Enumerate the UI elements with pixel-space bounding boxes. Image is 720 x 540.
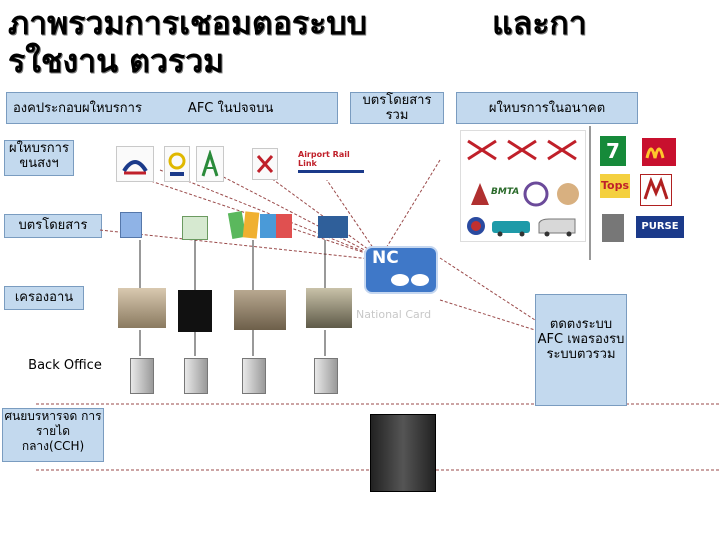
dash-line <box>319 169 381 259</box>
header-future-providers: ผใหบรการในอนาคต <box>456 92 638 124</box>
page-title-line2: รใชงาน ตวรวม <box>8 42 225 80</box>
row-label-readers: เครองอาน <box>4 286 84 310</box>
afc-note-box: ตดตงระบบ AFC เพอรองรบ ระบบตวรวม <box>535 294 627 406</box>
afc-note-text: ตดตงระบบ AFC เพอรองรบ ระบบตวรวม <box>537 317 625 362</box>
national-card-badge: NC <box>366 248 436 292</box>
reader-device-image <box>178 290 212 332</box>
ticket-card-icon <box>120 212 142 238</box>
mcdonalds-logo-icon <box>642 138 676 166</box>
reader-gate-image <box>118 288 166 328</box>
rail-logo-icon <box>252 148 278 180</box>
rail-logo-icon <box>467 139 497 161</box>
rail-logo-icon <box>547 139 577 161</box>
data-center-server-icon <box>370 414 436 492</box>
server-icon <box>314 358 338 394</box>
national-card-label: National Card <box>356 308 432 321</box>
dash-line <box>117 169 381 259</box>
reader-gate-image <box>234 290 286 330</box>
bus-icon <box>492 221 530 237</box>
server-icon <box>130 358 154 394</box>
dash-line <box>439 299 536 331</box>
purse-logo: PURSE <box>636 216 684 238</box>
emblem-icon <box>471 183 489 205</box>
row-label-back-office: Back Office <box>28 358 102 373</box>
srt-logo-icon <box>116 146 154 182</box>
ticket-card-icon <box>276 214 292 238</box>
store-logo-icon <box>602 214 624 242</box>
emblem-icon <box>557 183 579 205</box>
header-operators: องคประกอบผใหบรการ <box>13 100 142 116</box>
dash-line <box>209 169 381 259</box>
page-title-right: และกา <box>492 4 587 42</box>
header-current-afc: AFC ในปจจบน <box>187 100 274 116</box>
ticket-card-icon <box>260 214 276 238</box>
van-icon <box>538 218 576 237</box>
dash-line <box>99 229 381 261</box>
emblem-icon <box>523 181 549 207</box>
bts-logo-icon <box>196 146 224 182</box>
ticket-card-icon <box>318 216 348 238</box>
future-transport-panel: BMTA <box>460 130 586 242</box>
store-logo-icon <box>640 174 672 206</box>
rail-logo-icon <box>507 139 537 161</box>
header-common-ticket: บตรโดยสาร รวม <box>350 92 444 124</box>
dash-line <box>159 169 381 259</box>
seven-eleven-logo: 7 <box>600 136 626 166</box>
row-label-providers: ผใหบรการ ขนสงฯ <box>4 140 74 176</box>
page-title: ภาพรวมการเชอมตอระบบ <box>8 4 367 42</box>
elephant-icon <box>391 274 429 286</box>
header-bar: องคประกอบผใหบรการ AFC ในปจจบน <box>6 92 338 124</box>
ticket-card-icon <box>182 216 208 240</box>
future-retail-panel: 7 Tops PURSE <box>596 130 716 242</box>
national-card-badge-text: NC <box>372 248 399 268</box>
row-label-tickets: บตรโดยสาร <box>4 214 102 238</box>
mrt-logo-icon <box>164 146 190 182</box>
server-icon <box>242 358 266 394</box>
bmta-logo: BMTA <box>491 187 520 197</box>
reader-gate-image <box>306 288 352 328</box>
emblem-icon <box>467 217 485 235</box>
row-label-clearing-house: ศนยบรหารจด การรายได กลาง(CCH) <box>2 408 104 462</box>
dash-line <box>379 159 441 259</box>
server-icon <box>184 358 208 394</box>
tops-logo: Tops <box>600 174 630 198</box>
airport-rail-link-logo: Airport Rail Link <box>298 150 364 180</box>
dash-line <box>439 257 536 321</box>
airport-rail-link-text: Airport Rail Link <box>298 150 350 168</box>
ticket-card-icon <box>242 211 260 239</box>
